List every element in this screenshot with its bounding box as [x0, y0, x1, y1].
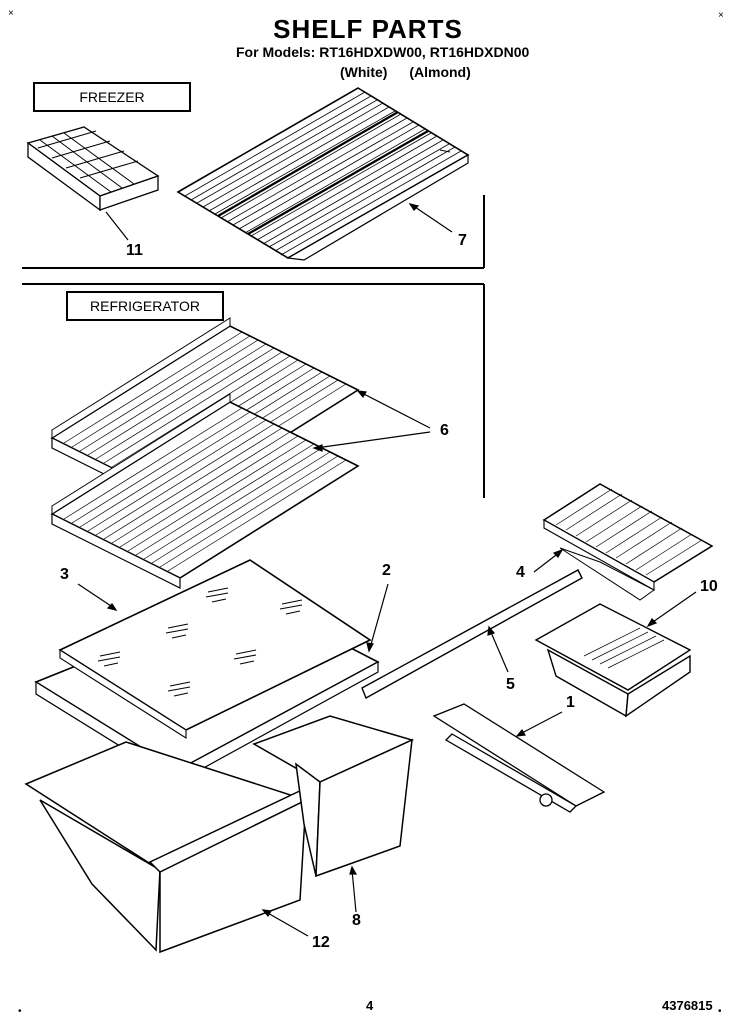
- corner-mark-bottom-left: •: [18, 1006, 22, 1017]
- color-almond: (Almond): [409, 64, 471, 80]
- refrigerator-shelf-part-6-lower: [50, 393, 360, 589]
- color-white: (White): [340, 64, 388, 80]
- refrigerator-section-label: REFRIGERATOR: [66, 291, 224, 321]
- page-number: 4: [366, 998, 374, 1013]
- callout-11: 11: [126, 242, 143, 259]
- callout-3: 3: [60, 566, 69, 583]
- callout-2: 2: [382, 562, 391, 579]
- corner-mark-bottom-right: •: [718, 1006, 722, 1017]
- callout-7: 7: [458, 232, 467, 249]
- callout-6: 6: [440, 422, 449, 439]
- freezer-wire-shelf-part-7: [176, 87, 470, 261]
- callout-1: 1: [566, 694, 575, 711]
- leader-lines: [77, 203, 697, 937]
- callout-5: 5: [506, 676, 515, 693]
- corner-mark-top-right: ×: [718, 10, 724, 21]
- corner-mark-top-left: ×: [8, 8, 14, 19]
- refrigerator-section-frame: [22, 283, 485, 498]
- small-shelf-part-4: [542, 483, 714, 601]
- crisper-drawer-part-8: [252, 715, 415, 878]
- ice-tray-part-11: [26, 126, 160, 212]
- callout-10: 10: [700, 578, 718, 595]
- model-numbers: For Models: RT16HDXDW00, RT16HDXDN00: [236, 44, 530, 60]
- glass-insert-part-3: [58, 559, 372, 740]
- page-title: SHELF PARTS: [273, 14, 463, 44]
- callout-12: 12: [312, 934, 330, 951]
- freezer-section-label: FREEZER: [33, 82, 191, 112]
- small-drawer-part-10: [534, 603, 692, 718]
- callout-8: 8: [352, 912, 361, 929]
- crisper-drawer-part-12: [24, 741, 309, 954]
- document-code: 4376815: [662, 998, 713, 1013]
- callout-4: 4: [516, 564, 525, 581]
- freezer-section-frame: [22, 195, 485, 269]
- color-variants: (White) (Almond): [340, 64, 489, 80]
- shelf-rail-part-5: [361, 569, 583, 699]
- drawer-bracket-part-1: [432, 703, 606, 813]
